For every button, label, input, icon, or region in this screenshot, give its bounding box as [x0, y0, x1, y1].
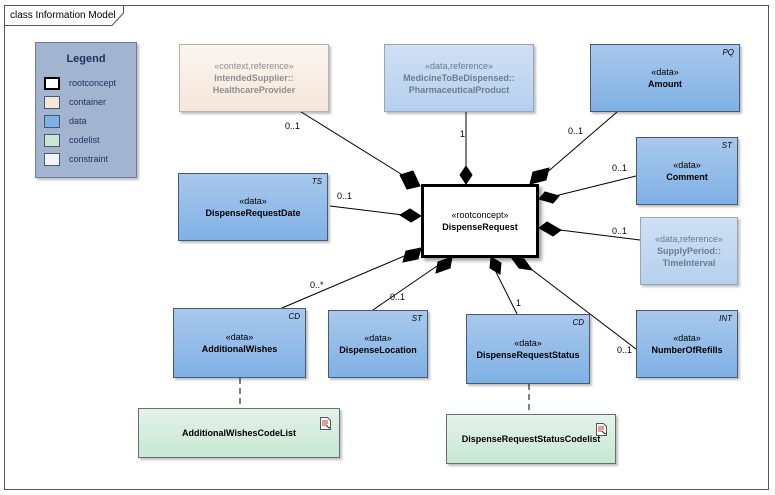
class-type-tag: CD — [288, 312, 300, 321]
multiplicity-number-of-refills: 0..1 — [617, 345, 633, 355]
class-name: SupplyPeriod:: — [656, 246, 721, 256]
diamond-medicine — [459, 165, 473, 185]
multiplicity-supply-period: 0..1 — [612, 226, 628, 236]
multiplicity-comment: 0..1 — [612, 163, 628, 173]
legend-label: rootconcept — [69, 78, 117, 88]
class-stereotype: «data,reference» — [424, 61, 494, 71]
class-stereotype: «data» — [673, 333, 701, 343]
class-type-tag: PQ — [722, 48, 734, 57]
class-type-tag: CD — [572, 318, 584, 327]
multiplicity-additional-wishes: 0..* — [310, 280, 324, 290]
class-stereotype: «data» — [514, 338, 542, 348]
multiplicity-medicine: 1 — [460, 129, 466, 139]
class-comment[interactable]: ST «data» Comment — [636, 137, 738, 205]
diamond-supply-period — [538, 221, 562, 237]
legend-label: data — [69, 116, 87, 126]
document-icon — [596, 423, 607, 436]
multiplicity-amount: 0..1 — [568, 126, 584, 136]
class-name: AdditionalWishesCodeList — [182, 428, 296, 438]
class-supply-period[interactable]: «data,reference» SupplyPeriod:: TimeInte… — [640, 217, 738, 285]
class-name: DispenseRequestDate — [205, 208, 301, 218]
multiplicity-intended-supplier: 0..1 — [285, 121, 301, 131]
class-stereotype: «data» — [225, 332, 254, 342]
connector-amount — [543, 111, 618, 176]
diamond-intended-supplier — [399, 170, 421, 190]
class-dispense-request-date[interactable]: TS «data» DispenseRequestDate — [178, 173, 328, 241]
document-icon — [320, 417, 331, 430]
legend-swatch — [44, 134, 60, 147]
diamond-dispense-location — [435, 256, 453, 274]
class-stereotype: «context,reference» — [214, 61, 294, 71]
diagram-title-tab — [4, 5, 124, 26]
class-type-tag: INT — [719, 314, 732, 323]
legend: Legend rootconcept container data codeli… — [35, 42, 137, 178]
legend-swatch — [44, 115, 60, 128]
connector-comment — [550, 175, 637, 198]
connector-additional-wishes — [281, 253, 410, 309]
class-stereotype: «data» — [239, 196, 267, 206]
legend-swatch — [44, 96, 60, 109]
class-dispense-request[interactable]: «rootconcept» DispenseRequest — [421, 184, 539, 258]
class-stereotype: «data» — [673, 160, 701, 170]
class-name: DispenseRequestStatusCodelist — [461, 434, 601, 444]
class-intended-supplier[interactable]: «context,reference» IntendedSupplier:: H… — [179, 44, 329, 112]
class-name: DispenseRequestStatus — [476, 350, 580, 360]
connector-supply-period — [551, 228, 641, 241]
class-name-type: TimeInterval — [662, 258, 716, 268]
class-name-type: HealthcareProvider — [212, 85, 296, 95]
multiplicity-dispense-request-status: 1 — [516, 298, 522, 308]
class-stereotype: «data» — [651, 67, 679, 77]
class-stereotype: «rootconcept» — [451, 210, 509, 220]
multiplicity-dispense-location: 0..1 — [390, 292, 406, 302]
connector-intended-supplier — [297, 109, 410, 180]
class-name: Comment — [666, 172, 708, 182]
diagram-title: class Information Model — [10, 10, 116, 21]
class-dispense-request-status[interactable]: CD «data» DispenseRequestStatus — [466, 314, 590, 384]
class-name-type: PharmaceuticalProduct — [408, 85, 510, 95]
class-name: AdditionalWishes — [201, 344, 278, 354]
class-number-of-refills[interactable]: INT «data» NumberOfRefills — [636, 310, 738, 378]
class-dispense-location[interactable]: ST «data» DispenseLocation — [328, 310, 428, 378]
legend-title: Legend — [66, 53, 106, 65]
class-name: DispenseLocation — [339, 345, 417, 355]
legend-swatch — [44, 153, 60, 166]
legend-label: container — [69, 97, 107, 107]
legend-label: codelist — [69, 135, 100, 145]
diamond-number-of-refills — [509, 256, 534, 271]
diamond-amount — [529, 167, 550, 185]
class-name: IntendedSupplier:: — [214, 73, 294, 83]
class-stereotype: «data» — [364, 333, 392, 343]
legend-label: constraint — [69, 154, 109, 164]
diamond-additional-wishes — [402, 247, 422, 263]
class-dispense-request-status-codelist[interactable]: DispenseRequestStatusCodelist — [446, 414, 616, 464]
class-additional-wishes-codelist[interactable]: AdditionalWishesCodeList — [138, 408, 340, 458]
diamond-comment — [538, 191, 560, 204]
diamond-dispense-request-status — [489, 256, 502, 275]
class-type-tag: TS — [311, 177, 322, 186]
class-type-tag: ST — [411, 314, 422, 323]
class-type-tag: ST — [721, 141, 732, 150]
class-stereotype: «data,reference» — [654, 234, 724, 244]
multiplicity-dispense-request-date: 0..1 — [337, 191, 353, 201]
class-medicine-to-be-dispensed[interactable]: «data,reference» MedicineToBeDispensed::… — [384, 44, 534, 112]
class-name: NumberOfRefills — [651, 345, 723, 355]
class-name: DispenseRequest — [442, 222, 518, 232]
class-additional-wishes[interactable]: CD «data» AdditionalWishes — [173, 308, 306, 378]
legend-swatch — [44, 77, 60, 90]
class-amount[interactable]: PQ «data» Amount — [590, 44, 740, 112]
diamond-dispense-request-date — [399, 208, 422, 223]
class-name: MedicineToBeDispensed:: — [403, 73, 515, 83]
connector-number-of-refills — [526, 265, 641, 353]
connector-dispense-location — [369, 265, 438, 313]
connector-dispense-request-date — [329, 205, 404, 216]
class-name: Amount — [648, 79, 682, 89]
connector-dispense-request-status — [495, 271, 518, 315]
